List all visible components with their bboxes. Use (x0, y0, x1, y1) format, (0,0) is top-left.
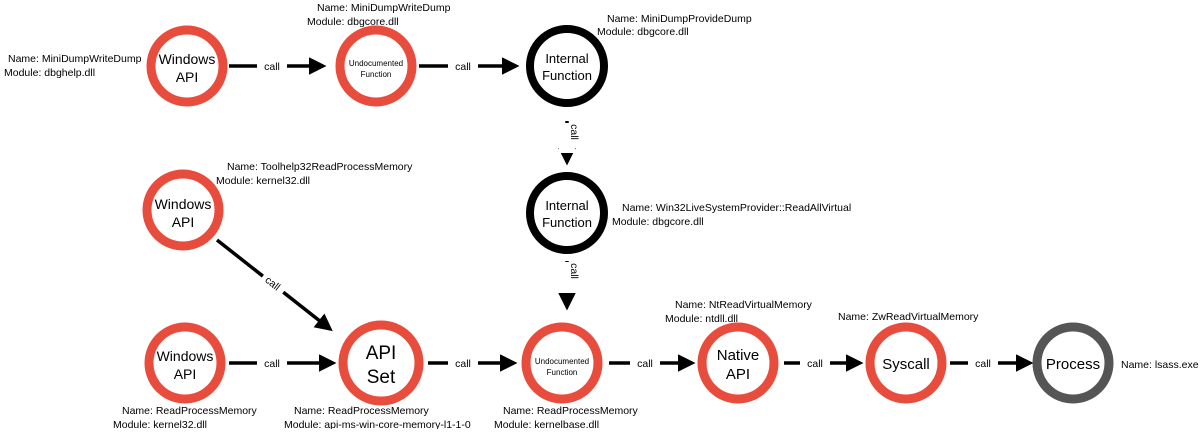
info-module: Module: dbghelp.dll (4, 67, 95, 79)
edge-label: call (455, 61, 471, 73)
edge-label: call (568, 124, 580, 140)
node-label-line2: Function (542, 68, 592, 83)
edge-label: call (568, 263, 580, 279)
node-label-line1: Native (717, 347, 760, 364)
node-label-line1: Windows (157, 348, 214, 364)
edges: call call call call call call call call … (215, 57, 1034, 372)
edge-label: call (807, 358, 823, 370)
info-internal-top: Name: MiniDumpProvideDump Module: dbgcor… (597, 13, 752, 38)
info-name: Name: MiniDumpProvideDump (607, 13, 752, 25)
node-label-line1: Internal (545, 51, 588, 66)
node-label-line2: API (176, 69, 199, 85)
edge-label: call (637, 358, 653, 370)
edge-label: call (455, 358, 471, 370)
node-label-line1: Syscall (882, 356, 930, 373)
node-api-set: API Set (338, 320, 424, 406)
node-label-line2: Function (547, 368, 578, 377)
node-label-line2: Function (542, 215, 592, 230)
node-internal-function-top: Internal Function (526, 25, 608, 107)
info-module: Module: kernel32.dll (113, 419, 207, 429)
info-windows-api-bottom: Name: ReadProcessMemory Module: kernel32… (113, 405, 258, 431)
node-label-line1: Undocumented (535, 357, 589, 366)
info-name: Name: MiniDumpWriteDump (8, 53, 142, 65)
node-label-line2: Function (361, 70, 392, 79)
info-module: Module: api-ms-win-core-memory-l1-1-0 (284, 419, 471, 429)
node-windows-api-bottom: Windows API (144, 322, 226, 404)
node-label-line1: Undocumented (349, 59, 403, 68)
node-label-line1: API (366, 343, 397, 364)
info-module: Module: ntdll.dll (665, 313, 738, 325)
info-module: Module: dbgcore.dll (612, 216, 704, 228)
info-name: Name: Toolhelp32ReadProcessMemory (227, 161, 413, 173)
node-label-line1: Process (1046, 356, 1100, 373)
info-api-set: Name: ReadProcessMemory Module: api-ms-w… (284, 405, 471, 431)
info-name: Name: ReadProcessMemory (294, 405, 430, 417)
node-label-line2: API (174, 366, 197, 382)
node-label-line1: Windows (155, 196, 212, 212)
nodes: Windows API Undocumented Function Intern… (142, 25, 1114, 406)
node-label-line2: API (172, 214, 195, 230)
node-windows-api-mid: Windows API (142, 169, 224, 251)
info-windows-api-top: Name: MiniDumpWriteDump Module: dbghelp.… (4, 53, 142, 79)
node-windows-api-top: Windows API (146, 25, 228, 107)
info-labels: Name: MiniDumpWriteDump Module: dbghelp.… (4, 2, 1199, 431)
edge-label: call (264, 61, 280, 73)
node-process: Process (1032, 322, 1114, 404)
edge-label: call (264, 358, 280, 370)
info-name: Name: ReadProcessMemory (122, 405, 258, 417)
info-undoc-bottom: Name: ReadProcessMemory Module: kernelba… (494, 405, 639, 431)
info-module: Module: kernel32.dll (216, 175, 310, 187)
info-module: Module: dbgcore.dll (597, 26, 689, 38)
info-name: Name: ReadProcessMemory (503, 405, 639, 417)
edge-label: call (975, 358, 991, 370)
node-syscall: Syscall (865, 322, 947, 404)
info-module: Module: dbgcore.dll (307, 16, 399, 28)
info-name: Name: lsass.exe (1121, 359, 1199, 371)
info-process: Name: lsass.exe (1121, 359, 1199, 371)
node-label-line2: API (726, 366, 750, 383)
info-undoc-top: Name: MiniDumpWriteDump Module: dbgcore.… (307, 2, 451, 28)
node-label-line1: Internal (545, 198, 588, 213)
node-internal-function-mid: Internal Function (526, 172, 608, 254)
node-label-line1: Windows (159, 51, 216, 67)
node-undocumented-function-bottom: Undocumented Function (521, 322, 603, 404)
info-name: Name: NtReadVirtualMemory (675, 299, 813, 311)
info-name: Name: Win32LiveSystemProvider::ReadAllVi… (622, 202, 851, 214)
info-windows-api-mid: Name: Toolhelp32ReadProcessMemory Module… (216, 161, 413, 187)
info-internal-mid: Name: Win32LiveSystemProvider::ReadAllVi… (612, 202, 851, 228)
info-syscall: Name: ZwReadVirtualMemory (838, 311, 979, 323)
info-native-api: Name: NtReadVirtualMemory Module: ntdll.… (665, 299, 813, 325)
info-module: Module: kernelbase.dll (494, 419, 599, 429)
info-name: Name: MiniDumpWriteDump (317, 2, 451, 14)
node-undocumented-function-top: Undocumented Function (335, 25, 417, 107)
node-native-api: Native API (697, 322, 779, 404)
info-name: Name: ZwReadVirtualMemory (838, 311, 979, 323)
node-label-line2: Set (367, 367, 396, 388)
